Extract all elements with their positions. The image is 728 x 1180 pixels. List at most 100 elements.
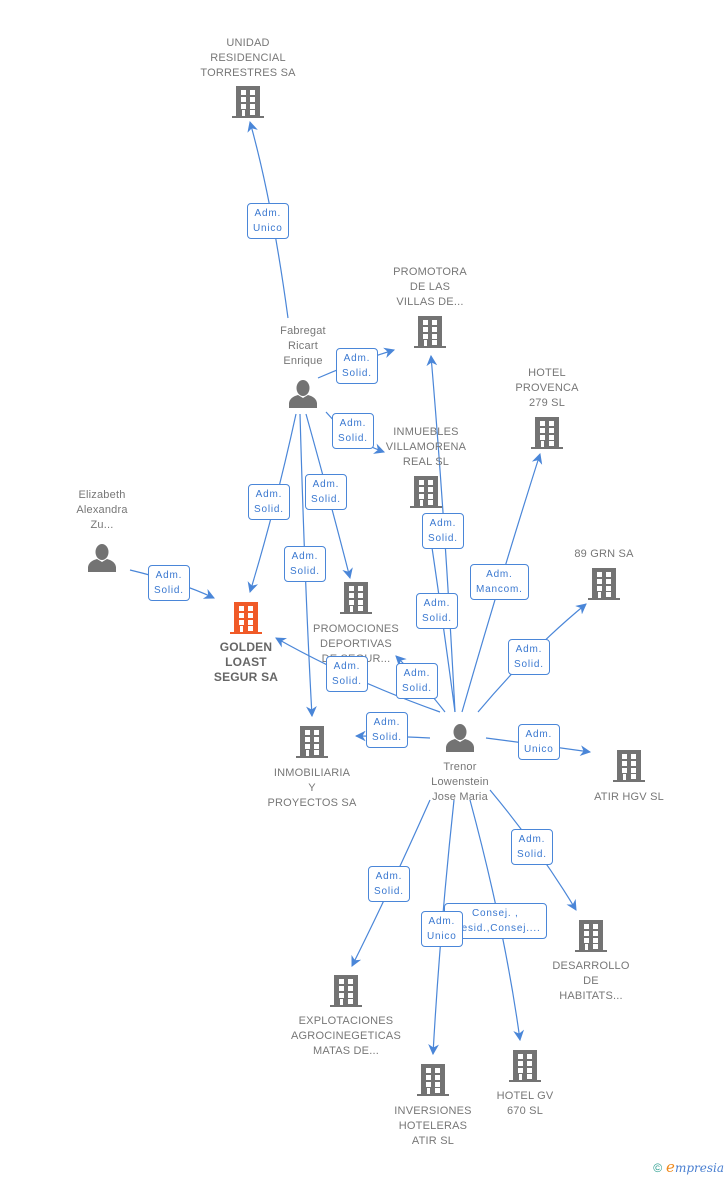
role-label-line: Adm.	[333, 661, 361, 672]
role-label-line: Adm.	[486, 569, 513, 580]
role-label[interactable]: Adm.Solid.	[148, 565, 190, 601]
role-label[interactable]: Adm.Solid.	[396, 663, 438, 699]
label-line: ATIR HGV SL	[594, 791, 664, 803]
label-line: Jose Maria	[432, 791, 488, 803]
company-icon[interactable]	[613, 750, 645, 782]
role-label-line: Adm.	[518, 834, 546, 845]
role-label[interactable]: Adm. Solid.	[305, 474, 347, 510]
role-label-line: Mancom.	[476, 584, 523, 595]
label-line: HABITATS...	[559, 990, 623, 1002]
role-label-line: Adm.	[343, 353, 371, 364]
company-name-label[interactable]: 89 GRN SA	[574, 547, 633, 562]
label-line: PROMOCIONES	[313, 623, 399, 635]
company-name-label[interactable]: DESARROLLO DE HABITATS...	[552, 959, 629, 1004]
role-label[interactable]: Adm. Solid.	[511, 829, 553, 865]
company-icon[interactable]	[417, 1064, 449, 1096]
company-icon[interactable]	[588, 568, 620, 600]
role-label-line: Adm.	[339, 418, 367, 429]
company-icon[interactable]	[296, 726, 328, 758]
company-icon[interactable]	[340, 582, 372, 614]
role-label[interactable]: Adm. Solid.	[326, 656, 368, 692]
company-name-label[interactable]: ATIR HGV SL	[594, 790, 664, 805]
role-label[interactable]: Adm.Solid.	[368, 866, 410, 902]
person-icon[interactable]	[88, 544, 116, 572]
label-line: 89 GRN SA	[574, 548, 634, 560]
company-icon[interactable]	[410, 476, 442, 508]
label-line: REAL SL	[402, 456, 450, 468]
role-label-line: Adm.	[403, 668, 431, 679]
role-label-line: Solid.	[372, 732, 402, 743]
label-line: HOTEL	[528, 367, 566, 379]
company-icon[interactable]	[414, 316, 446, 348]
label-line: INVERSIONES	[394, 1105, 472, 1117]
role-label-line: Adm.	[373, 717, 401, 728]
label-line: Trenor	[443, 761, 477, 773]
label-line: LOAST	[225, 655, 267, 669]
role-label[interactable]: Adm. Solid.	[366, 712, 408, 748]
role-label-line: Solid.	[517, 849, 547, 860]
role-label[interactable]: Adm. Solid.	[248, 484, 290, 520]
label-line: TORRESTRES SA	[200, 67, 296, 79]
role-label[interactable]: Adm.Solid.	[336, 348, 378, 384]
label-line: Elizabeth	[78, 489, 126, 501]
copyright-icon: ©	[653, 1161, 663, 1175]
role-label-line: Adm.	[155, 570, 183, 581]
company-icon[interactable]	[531, 417, 563, 449]
role-label-line: Adm.	[255, 489, 283, 500]
label-line: DE LAS	[409, 281, 451, 293]
label-line: Y	[308, 782, 316, 794]
role-label-line: Solid.	[311, 494, 341, 505]
label-line: Ricart	[288, 340, 318, 352]
label-line: INMUEBLES	[393, 426, 459, 438]
label-line: DESARROLLO	[552, 960, 630, 972]
role-label-line: Adm.	[525, 729, 553, 740]
person-icon[interactable]	[289, 380, 317, 408]
role-label[interactable]: Adm. Unico	[518, 724, 560, 760]
role-label[interactable]: Adm. Mancom.	[470, 564, 529, 600]
role-label-line: Solid.	[254, 504, 284, 515]
label-line: Zu...	[90, 519, 114, 531]
role-label-line: Adm.	[428, 916, 456, 927]
role-label[interactable]: Adm.Solid.	[508, 639, 550, 675]
role-label-line: Solid.	[290, 566, 320, 577]
role-label[interactable]: Adm.Solid.	[422, 513, 464, 549]
label-line: UNIDAD	[226, 37, 270, 49]
role-label[interactable]: Adm. Solid.	[332, 413, 374, 449]
company-icon[interactable]	[330, 975, 362, 1007]
label-line: Enrique	[283, 355, 323, 367]
role-label-line: Unico	[524, 744, 554, 755]
role-label[interactable]: Adm.Unico	[421, 911, 463, 947]
role-label[interactable]: Adm.Solid.	[284, 546, 326, 582]
company-icon[interactable]	[232, 86, 264, 118]
label-line: DE	[583, 975, 599, 987]
brand-logo: empresia	[666, 1158, 724, 1176]
person-icon[interactable]	[446, 724, 474, 752]
role-label-line: Adm.	[312, 479, 340, 490]
footer-brand[interactable]: ©empresia	[653, 1158, 724, 1176]
role-label-line: Presid.,Consej....	[450, 923, 541, 934]
label-line: Fabregat	[280, 325, 326, 337]
label-line: Alexandra	[76, 504, 128, 516]
role-label-line: Consej. ,	[471, 908, 519, 919]
role-label[interactable]: Adm.Unico	[247, 203, 289, 239]
company-icon[interactable]	[575, 920, 607, 952]
role-label-line: Solid.	[332, 676, 362, 687]
company-icon[interactable]	[509, 1050, 541, 1082]
role-label[interactable]: Adm.Solid.	[416, 593, 458, 629]
role-label-line: Solid.	[338, 433, 368, 444]
role-label-line: Solid.	[374, 886, 404, 897]
label-line: GOLDEN	[219, 640, 273, 654]
focus-company-icon[interactable]	[230, 602, 262, 634]
